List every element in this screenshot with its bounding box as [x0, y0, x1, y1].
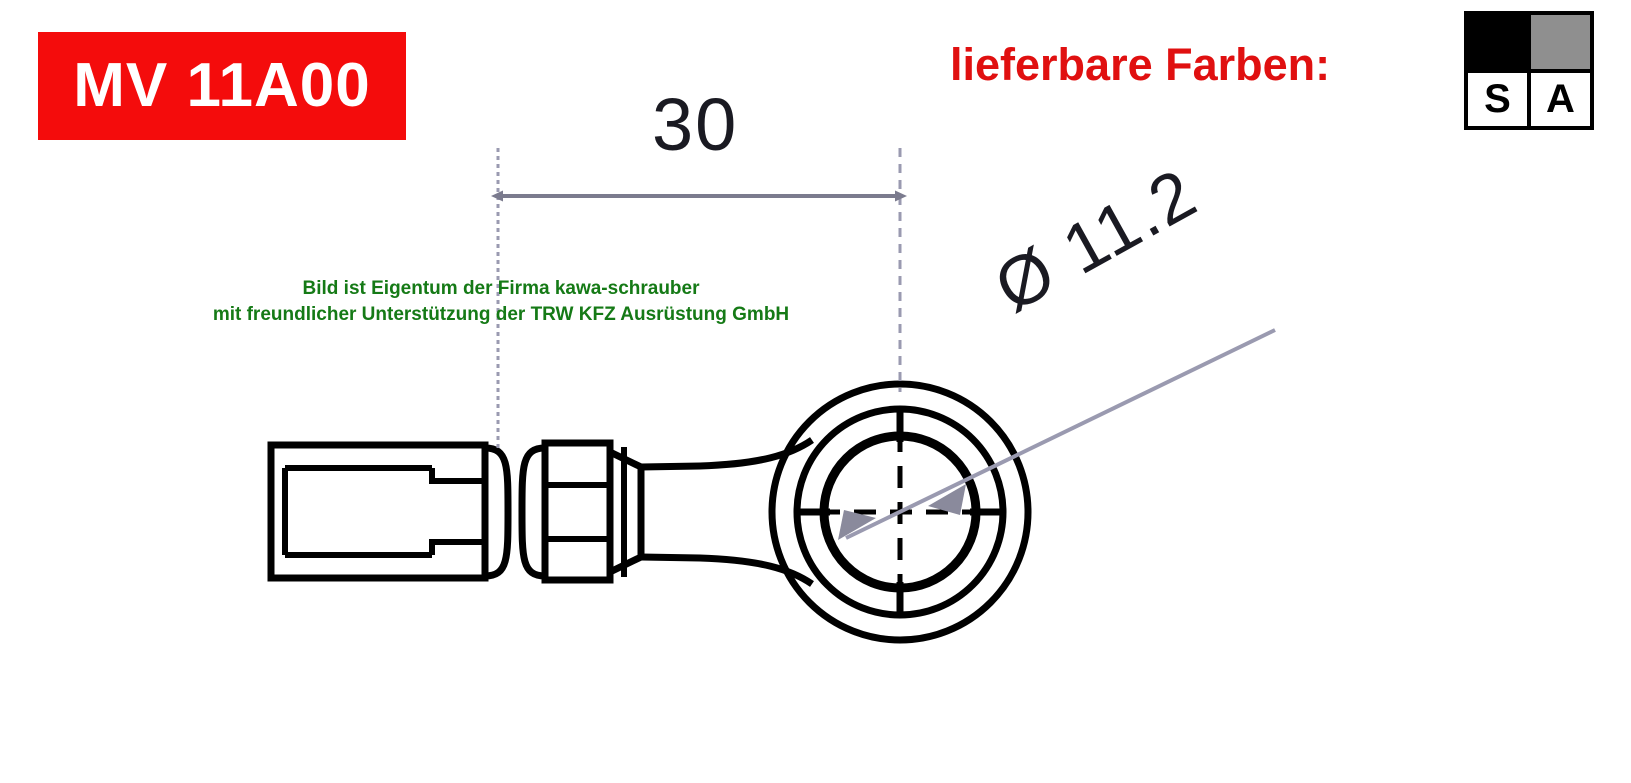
diameter-leader-line: [845, 328, 1276, 540]
color-swatch-alu: [1531, 15, 1590, 69]
ownership-note-line-2: mit freundlicher Unterstützung der TRW K…: [212, 303, 790, 325]
hose-ferrule-assembly: [267, 437, 814, 587]
available-colors-heading: lieferbare Farben:: [950, 39, 1331, 90]
part-number-plate: MV 11A00: [38, 32, 406, 140]
diameter-arrowhead-outer: [928, 484, 966, 515]
ferrule-barrel-bulge-right: [518, 444, 546, 580]
diameter-arrowhead-inner: [838, 510, 876, 540]
ferrule-barrel-bulge: [484, 444, 512, 580]
part-number-label: MV 11A00: [73, 51, 371, 120]
ownership-note-line-1: Bild ist Eigentum der Firma kawa-schraub…: [302, 278, 700, 299]
ownership-note: Bild ist Eigentum der Firma kawa-schraub…: [186, 276, 816, 327]
tube-neck-lower-edge: [640, 553, 814, 587]
color-code-alu: A: [1531, 72, 1590, 126]
color-code-schwarz: S: [1468, 72, 1527, 126]
ferrule-bore-shoulder-upper: [429, 468, 485, 484]
length-dimension: [491, 148, 907, 452]
length-dimension-label: 30: [652, 83, 739, 166]
banjo-eye-outer-circle: [768, 380, 1032, 644]
color-swatch-schwarz: [1468, 15, 1527, 69]
diameter-dimension: [838, 328, 1276, 540]
ferrule-bore-shoulder-lower: [429, 539, 485, 555]
ferrule-collar-outline: [541, 439, 614, 584]
color-swatch-grid: S A: [1464, 11, 1594, 130]
tube-neck-upper-edge: [640, 437, 814, 471]
ferrule-socket-outline: [267, 441, 489, 582]
